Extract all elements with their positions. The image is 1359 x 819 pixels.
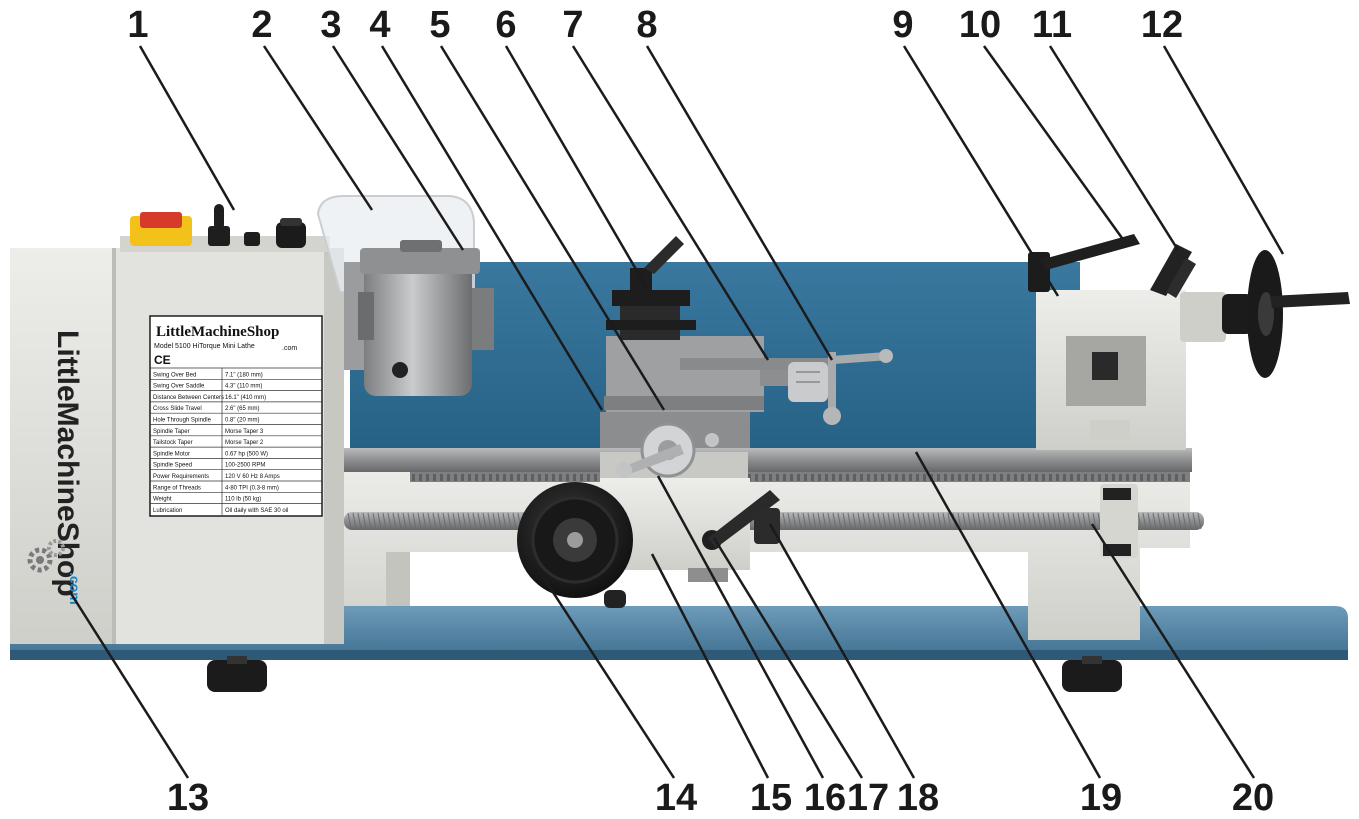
spec-row-label: Power Requirements [153,474,209,480]
leader-18 [768,523,916,779]
spec-row-value: 110 lb (50 kg) [225,497,261,503]
spec-row-value: 4.3" (110 mm) [225,384,262,390]
callout-1: 1 [127,4,149,46]
callout-13: 13 [166,777,210,819]
spec-row-value: 4-80 TPI (0.3-8 mm) [225,485,279,491]
spec-row-value: 2.6" (65 mm) [225,406,259,412]
spec-row-value: Oil daily with SAE 30 oil [225,508,288,514]
callout-2: 2 [251,4,273,46]
spec-model: Model 5100 HiTorque Mini Lathe [154,343,255,350]
spec-row-label: Spindle Taper [153,429,190,435]
leader-8 [645,45,834,361]
callout-9: 9 [892,4,914,46]
spec-row-label: Spindle Motor [153,451,190,457]
spec-row-value: 16.1" (410 mm) [225,395,266,401]
leadscrew-bracket [1100,484,1138,558]
leader-5 [439,45,666,411]
spec-row-label: Tailstock Taper [153,440,193,446]
compound-dial[interactable] [788,362,828,402]
tailstock-lock-lever[interactable] [1150,244,1196,298]
callout-17: 17 [846,777,890,819]
spec-plate: LittleMachineShop .com Model 5100 HiTorq… [149,315,323,517]
callout-18: 18 [896,777,940,819]
callout-10: 10 [958,4,1002,46]
spec-row-value: 7.1" (180 mm) [225,372,263,378]
callout-8: 8 [636,4,658,46]
callout-3: 3 [320,4,342,46]
three-jaw-chuck [344,240,494,396]
callout-20: 20 [1231,777,1275,819]
thread-dial [754,508,780,544]
leader-1 [138,45,236,211]
callout-5: 5 [429,4,451,46]
gear-logo-icon [27,539,65,573]
spec-row-value: 120 V 60 Hz 8 Amps [225,474,280,480]
spec-row-label: Swing Over Saddle [153,384,205,390]
callout-12: 12 [1140,4,1184,46]
callout-19: 19 [1079,777,1123,819]
control-panel [120,204,330,252]
spec-row-label: Distance Between Centers [153,395,224,401]
spec-row-label: Hole Through Spindle [153,418,212,424]
leveling-foot [207,656,267,692]
leader-12 [1162,45,1285,255]
quill-lock-lever[interactable] [1028,234,1140,292]
carriage-handwheel[interactable] [517,482,633,608]
tailstock-handwheel[interactable] [1222,250,1350,378]
tailstock [1036,290,1226,450]
spec-row-label: Lubrication [153,508,182,514]
emergency-stop-button[interactable] [130,212,192,246]
spec-row-label: Spindle Speed [153,463,192,469]
callout-4: 4 [369,4,391,46]
spec-row-value: 0.8" (20 mm) [225,418,259,424]
leader-16 [656,475,825,779]
leader-3 [331,45,465,251]
direction-switch[interactable] [208,204,230,246]
side-brand-text: LittleMachineShop [51,330,84,597]
leader-14 [530,559,676,779]
cross-slide-handwheel[interactable] [616,422,719,478]
spec-marks: CE [154,353,171,367]
spec-row-label: Range of Threads [153,485,201,491]
spec-row-value: Morse Taper 3 [225,429,264,435]
spec-brand-suffix: .com [282,345,297,352]
callout-6: 6 [495,4,517,46]
leveling-foot [1062,656,1122,692]
leader-9 [902,45,1060,297]
cross-slide [604,336,764,412]
callout-leaders [68,45,1285,779]
spec-row-label: Weight [153,497,172,503]
spec-row-value: 100-2500 RPM [225,463,265,469]
callout-14: 14 [654,777,698,819]
leader-10 [982,45,1124,239]
callout-15: 15 [749,777,793,819]
leader-13 [68,591,190,779]
spec-brand: LittleMachineShop [156,324,279,340]
callout-11: 11 [1031,4,1073,46]
compound-handle[interactable] [823,349,893,425]
leader-4 [380,45,604,411]
fuse-holder [244,232,260,246]
leader-15 [650,553,770,779]
base-plate [10,606,1348,660]
spec-row-value: Morse Taper 2 [225,440,264,446]
callout-7: 7 [562,4,584,46]
leader-20 [1090,523,1256,779]
spec-row-label: Cross Slide Travel [153,406,202,412]
leader-17 [712,537,864,779]
leader-6 [504,45,650,291]
spec-row-label: Swing Over Bed [153,372,196,378]
bed-ways [340,448,1192,482]
side-logo-suffix: .com [67,572,83,605]
leader-2 [262,45,374,211]
callout-16: 16 [803,777,847,819]
spec-row-value: 0.67 hp (500 W) [225,451,268,457]
speed-knob[interactable] [276,218,306,248]
leader-11 [1048,45,1180,251]
leader-7 [571,45,770,361]
headstock-side-logo: LittleMachineShop .com [27,330,84,605]
leader-19 [914,451,1102,779]
